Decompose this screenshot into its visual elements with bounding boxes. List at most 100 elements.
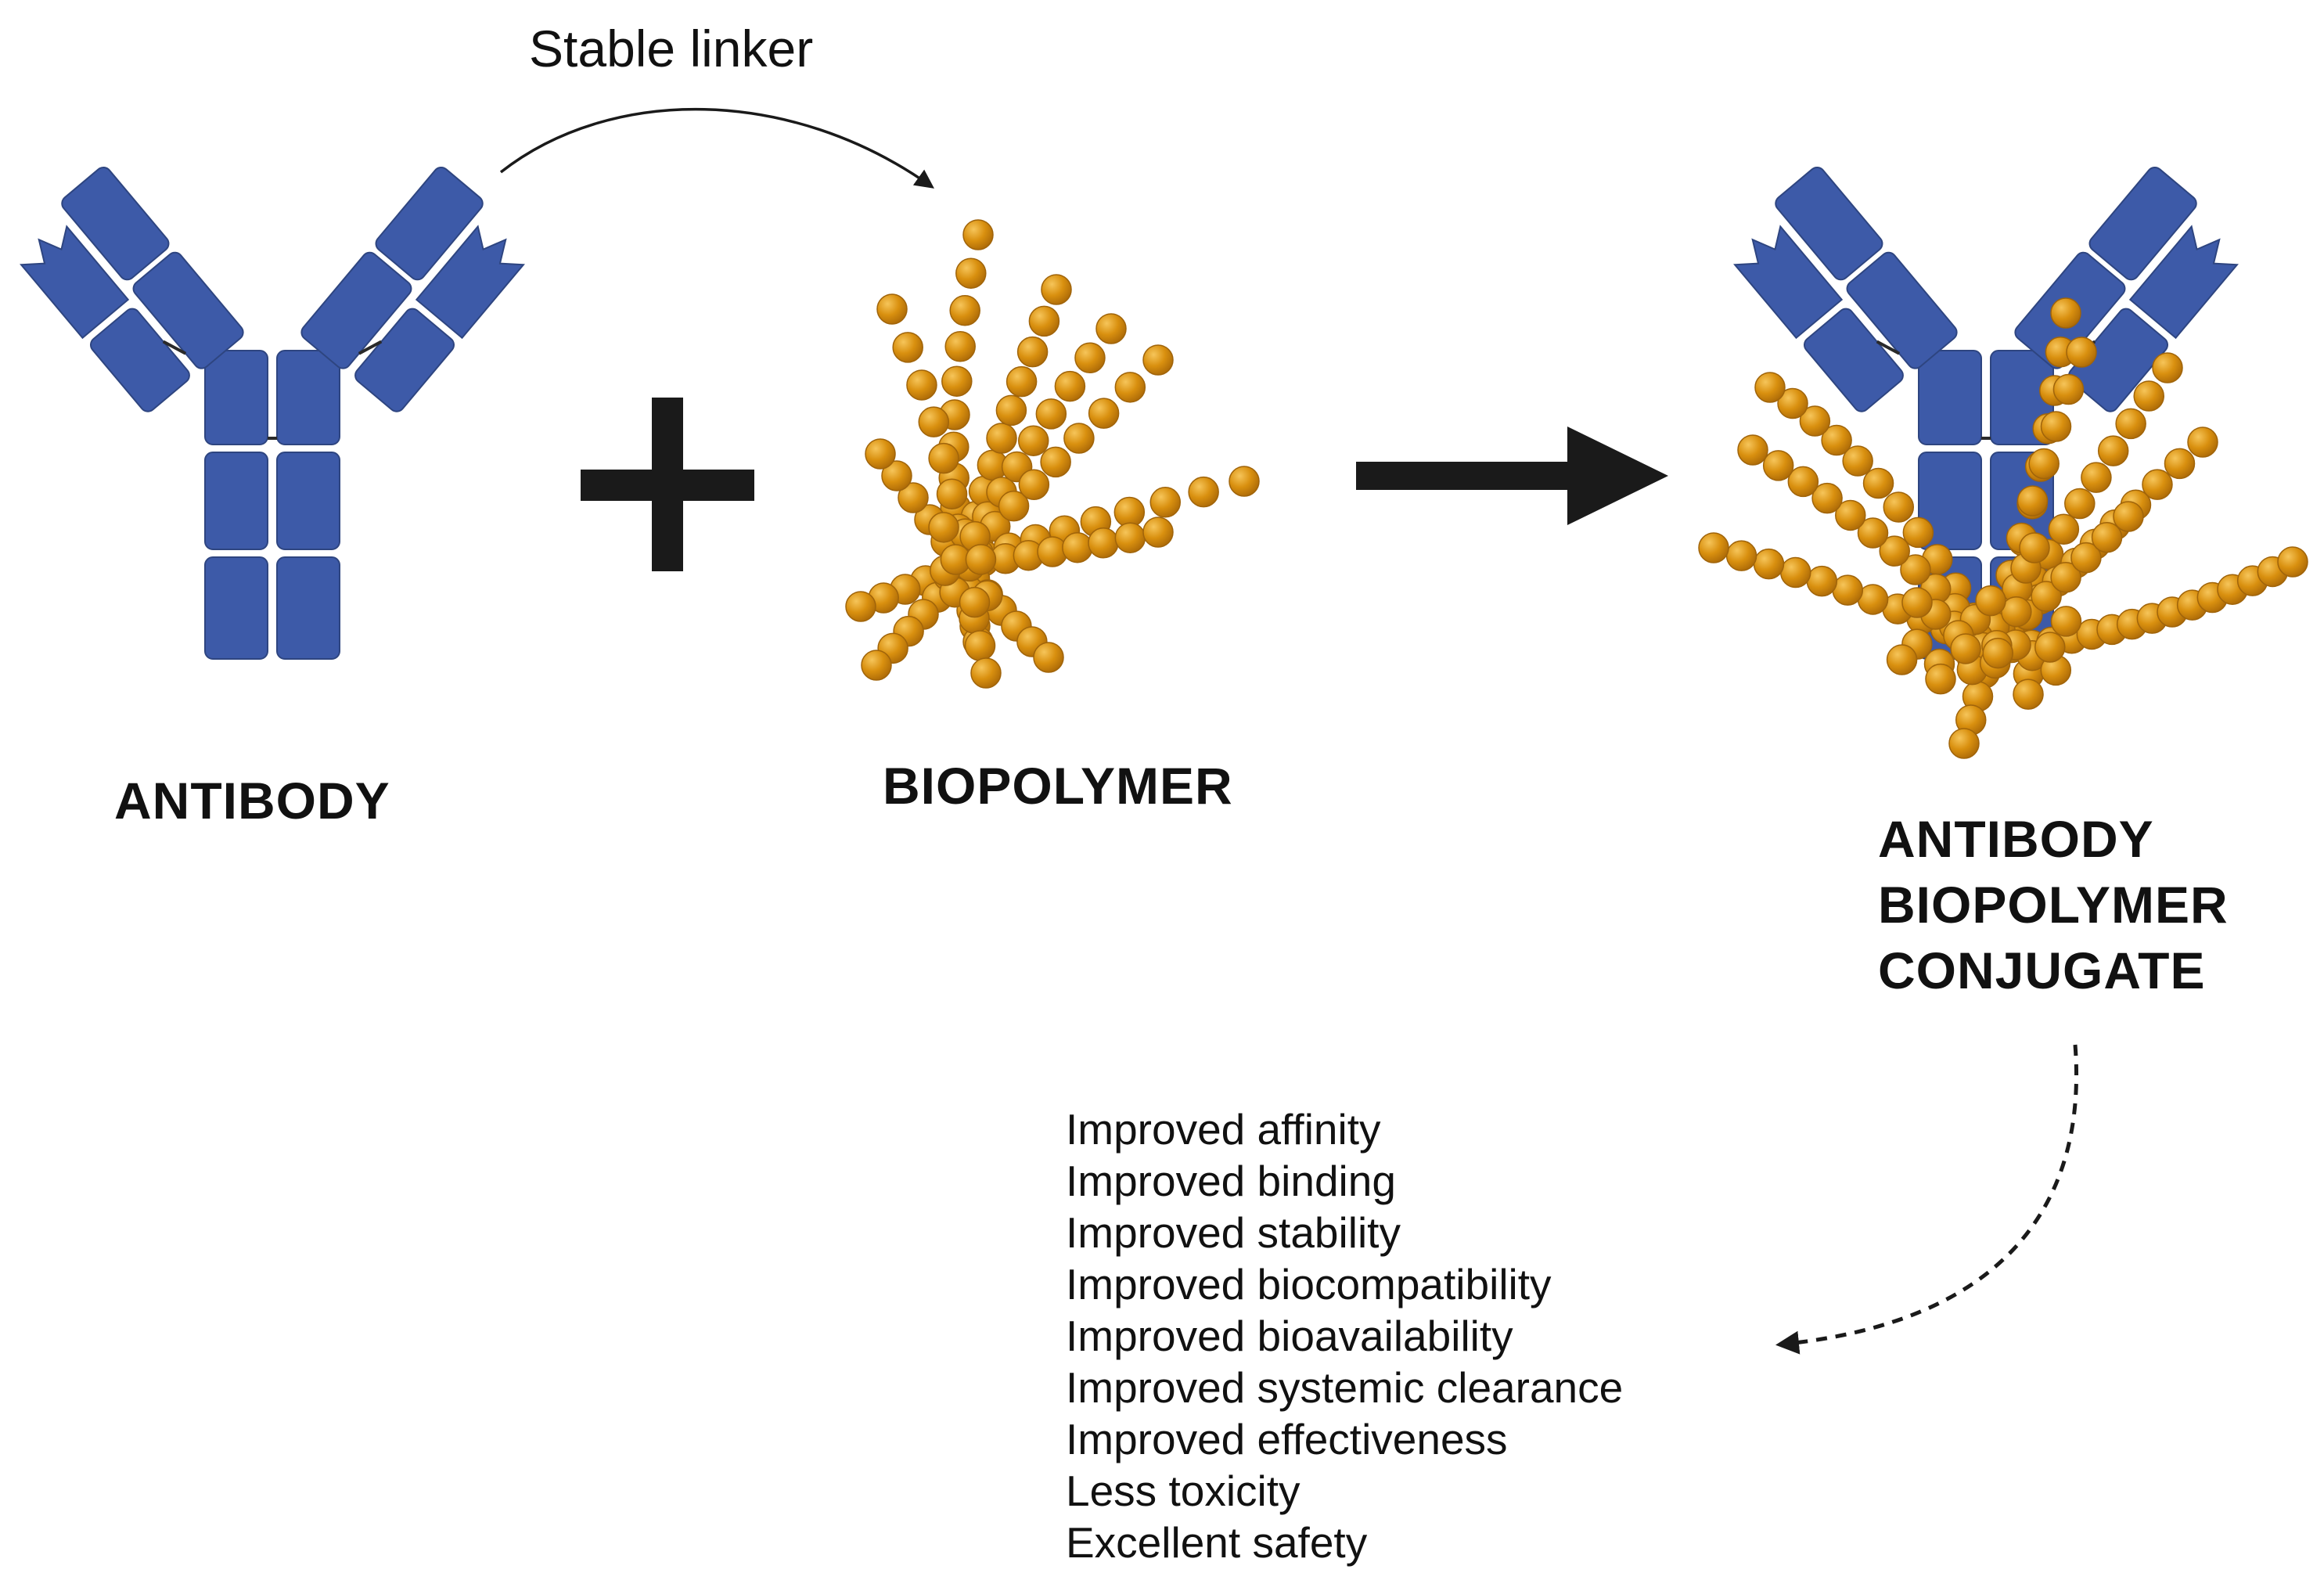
antibody-arm-segment [61, 166, 170, 281]
polymer-bead [1821, 424, 1852, 456]
polymer-bead [2050, 562, 2081, 593]
polymer-bead [1901, 587, 1933, 618]
polymer-bead [2064, 488, 2096, 520]
polymer-bead [1033, 642, 1064, 673]
polymer-bead [941, 365, 973, 397]
polymer-bead [1883, 491, 1915, 523]
benefit-item: Improved biocompatibility [1066, 1260, 1552, 1308]
polymer-bead [1982, 637, 2014, 669]
polymer-bead [1842, 445, 1873, 477]
antibody-arm-tip [1733, 225, 1844, 340]
curved-arrow-icon [499, 108, 934, 189]
polymer-bead [1857, 517, 1889, 549]
polymer-bead [861, 650, 892, 681]
polymer-bead [2019, 532, 2050, 563]
polymer-bead [1074, 342, 1106, 374]
polymer-bead [1016, 336, 1049, 368]
polymer-bead [995, 394, 1027, 427]
antibody-arm-segment [354, 308, 455, 412]
plus-icon [581, 398, 754, 571]
polymer-bead [1975, 585, 2006, 617]
polymer-bead [928, 512, 959, 543]
polymer-bead [1753, 548, 1785, 580]
linker-label: Stable linker [529, 20, 814, 77]
polymer-bead [2164, 448, 2196, 480]
antibody-segment [276, 452, 340, 550]
polymer-bead [2028, 448, 2060, 480]
polymer-bead [1879, 535, 1910, 567]
polymer-bead [1142, 517, 1174, 548]
antibody-arm-segment [1775, 166, 1883, 281]
antibody-segment [204, 452, 268, 550]
polymer-bead [2113, 501, 2144, 532]
polymer-bead [965, 544, 997, 575]
polymer-bead [2040, 411, 2072, 442]
polymer-bead [1017, 425, 1049, 456]
polymer-bead [2013, 679, 2044, 710]
chain-link [358, 340, 383, 355]
antibody-arm-tip [2128, 225, 2239, 340]
polymer-bead [1018, 469, 1050, 501]
conjugate-label-line-2: BIOPOLYMER [1878, 876, 2229, 934]
polymer-bead [2048, 513, 2080, 545]
antibody-arm-segment [1846, 251, 1958, 369]
dashed-curved-arrow-icon [1775, 1044, 2078, 1355]
polymer-bead [1862, 467, 1894, 499]
antibody-segment [276, 350, 340, 445]
polymer-bead [1787, 466, 1819, 498]
antibody-arm-tip [415, 225, 525, 340]
polymer-bead [1063, 423, 1095, 454]
polymer-bead [1886, 644, 1918, 675]
polymer-bead [1229, 466, 1260, 497]
reaction-arrow-icon [1356, 427, 1668, 525]
antibody-arm-tip [20, 225, 130, 340]
polymer-bead [2050, 297, 2081, 329]
conjugate-label: ANTIBODY BIOPOLYMER CONJUGATE [1878, 806, 2229, 1003]
polymer-bead [1737, 434, 1768, 466]
polymer-bead [2097, 435, 2129, 466]
polymer-bead [962, 219, 994, 250]
polymer-bead [1754, 372, 1786, 403]
conjugate-biopolymer-icon [1698, 297, 2308, 759]
polymer-bead [1028, 305, 1060, 337]
antibody-segment [1918, 350, 1982, 445]
polymer-bead [2142, 469, 2173, 500]
polymer-bead [964, 630, 996, 661]
polymer-bead [906, 369, 937, 401]
polymer-bead [2016, 485, 2049, 517]
antibody-arm-segment [132, 251, 244, 369]
benefit-item: Excellent safety [1066, 1518, 1368, 1567]
polymer-bead [918, 406, 950, 437]
conjugate-label-line-1: ANTIBODY [1878, 810, 2154, 868]
polymer-bead [2052, 373, 2085, 405]
polymer-bead [1114, 372, 1146, 403]
polymer-bead [2050, 606, 2082, 637]
polymer-bead [1725, 540, 1757, 571]
benefit-item: Improved systemic clearance [1066, 1363, 1624, 1412]
polymer-bead [936, 478, 968, 509]
antibody-segment [204, 556, 268, 660]
biopolymer-icon [845, 219, 1260, 689]
polymer-bead [881, 460, 912, 491]
benefits-list: Improved affinity Improved binding Impro… [1066, 1103, 1623, 1568]
polymer-bead [1095, 313, 1127, 344]
polymer-bead [2081, 462, 2112, 493]
polymer-bead [949, 295, 980, 326]
benefit-item: Improved affinity [1066, 1105, 1381, 1154]
polymer-bead [1925, 663, 1956, 695]
polymer-bead [845, 591, 876, 622]
polymer-bead [1780, 556, 1811, 589]
polymer-bead [2187, 427, 2218, 458]
polymer-bead [1041, 274, 1072, 305]
antibody-label: ANTIBODY [114, 772, 390, 830]
polymer-bead [1902, 517, 1934, 549]
polymer-bead [970, 657, 1002, 689]
polymer-bead [1762, 450, 1794, 481]
polymer-bead [2034, 632, 2066, 663]
polymer-bead [1698, 532, 1729, 563]
benefit-item: Improved effectiveness [1066, 1415, 1508, 1463]
polymer-bead [1811, 482, 1843, 514]
polymer-bead [955, 257, 987, 289]
biopolymer-label: BIOPOLYMER [883, 757, 1233, 815]
